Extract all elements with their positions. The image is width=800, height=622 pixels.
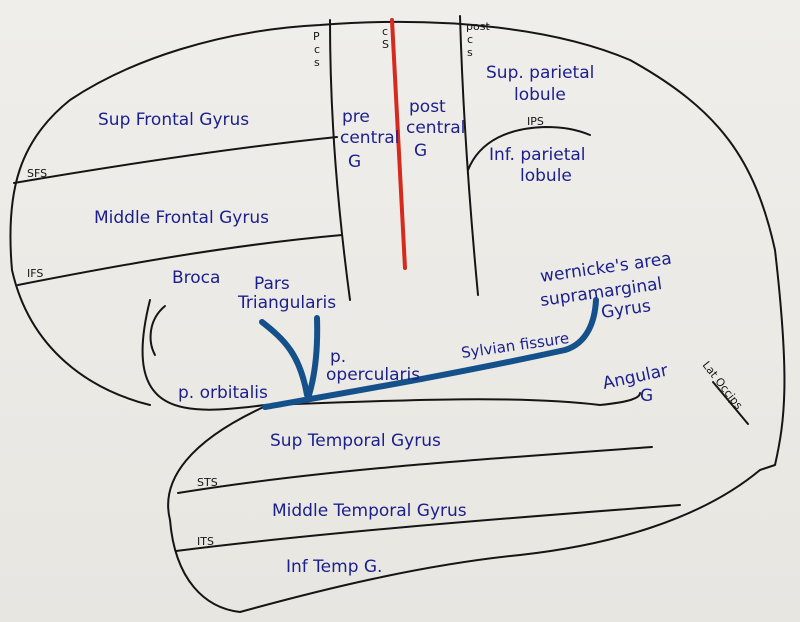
central-sulcus [390,18,407,270]
precentral-gyrus-label-2: central [340,128,399,148]
cs-tag-1: c [382,25,388,38]
postcs-tag-1: post [466,20,490,33]
pars-opercularis-label-1: p. [330,347,346,367]
ips-tag: IPS [527,115,544,128]
pars-triangularis-label-1: Pars [254,274,290,294]
pars-opercularis-label-2: opercularis [326,365,420,385]
postcentral-gyrus-label-3: G [414,141,427,161]
angular-gyrus-label-2: G [640,386,653,406]
superior-frontal-sulcus [13,136,338,184]
sup-parietal-lobule-label-1: Sup. parietal [486,63,594,83]
inf-parietal-lobule-label-1: Inf. parietal [489,145,586,165]
sup-frontal-gyrus-label: Sup Frontal Gyrus [98,110,249,130]
temporal-lobe-contour [267,392,641,406]
precentral-gyrus-label-1: pre [342,107,370,127]
pcs-tag-3: s [314,56,320,69]
inf-temporal-gyrus-label: Inf Temp G. [286,557,382,577]
sup-temporal-gyrus-label: Sup Temporal Gyrus [270,431,441,451]
pars-orbitalis-label: p. orbitalis [178,383,268,403]
postcs-tag-2: c [467,33,473,46]
ifs-tag: IFS [27,267,43,280]
sylvian-fissure [259,297,599,410]
sts-tag: STS [197,476,218,489]
inferior-temporal-sulcus [175,504,681,552]
lateral-occipital-label: Lat Occips [700,359,746,412]
its-tag: ITS [197,535,214,548]
broca-arc [149,305,166,356]
postcs-tag-3: s [467,46,473,59]
lateral-occipital-sulcus [712,381,749,425]
superior-temporal-sulcus [177,446,653,494]
postcentral-sulcus [459,15,479,296]
middle-frontal-gyrus-label: Middle Frontal Gyrus [94,208,269,228]
sylvian-fissure-label: Sylvian fissure [460,329,570,362]
inf-parietal-lobule-label-2: lobule [520,166,572,186]
middle-temporal-gyrus-label: Middle Temporal Gyrus [272,501,467,521]
sup-parietal-lobule-label-2: lobule [514,85,566,105]
sfs-tag: SFS [27,167,47,180]
precentral-gyrus-label-3: G [348,152,361,172]
intraparietal-sulcus [467,126,591,171]
precentral-sulcus [329,19,351,301]
cs-tag-2: S [382,38,389,51]
postcentral-gyrus-label-2: central [406,118,465,138]
brain-outline [9,20,786,613]
pcs-tag-2: c [314,43,320,56]
pcs-tag-1: P [313,30,320,43]
broca-label: Broca [172,268,220,288]
angular-gyrus-label-1: Angular [601,361,670,394]
inferior-frontal-sulcus [17,234,343,286]
pars-triangularis-label-2: Triangularis [237,293,336,313]
postcentral-gyrus-label-1: post [409,97,446,117]
